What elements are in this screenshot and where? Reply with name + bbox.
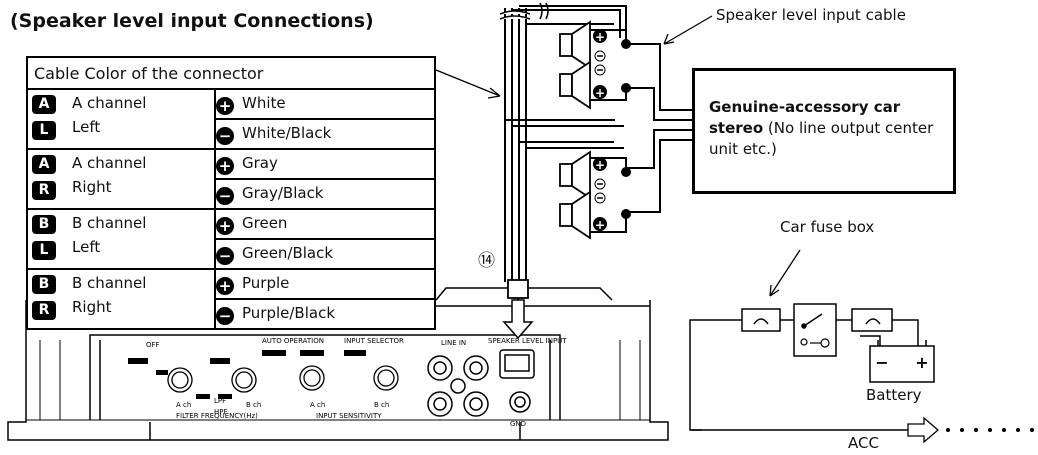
page-title: (Speaker level input Connections): [10, 10, 374, 32]
amplifier-body: [7, 287, 669, 441]
table-row: B B channel R Right + Purple: [26, 268, 436, 330]
svg-text:+: +: [595, 158, 605, 172]
filter-label: FILTER FREQUENCY(Hz): [176, 412, 258, 420]
lpf-label: LPF: [214, 397, 226, 405]
minus-color: Purple/Black: [242, 303, 336, 322]
plus-color: Gray: [242, 153, 278, 172]
channel-badge: B: [32, 215, 56, 234]
line-in-label: LINE IN: [441, 339, 466, 347]
minus-color: Gray/Black: [242, 183, 324, 202]
hpf-label: HPF: [214, 408, 228, 416]
cable-color-table: Cable Color of the connector A A channel…: [26, 56, 436, 330]
minus-icon: −: [216, 126, 234, 145]
bch-label-2: B ch: [374, 401, 389, 409]
plus-color: White: [242, 93, 286, 112]
fuse-box-label: Car fuse box: [780, 218, 875, 236]
svg-text:+: +: [595, 30, 605, 44]
svg-text:+: +: [595, 86, 605, 100]
sensitivity-knobs: [299, 365, 399, 391]
acc-arrow: [907, 416, 939, 444]
table-row: A A channel L Left + White: [26, 88, 436, 150]
ach-label-2: A ch: [310, 401, 325, 409]
filter-knob-a: [167, 367, 257, 393]
side-badge: R: [32, 301, 56, 320]
car-stereo-name: Genuine-accessory car stereo: [709, 98, 901, 137]
acc-dots: [946, 428, 1034, 432]
minus-color: White/Black: [242, 123, 332, 142]
terminal-markers: + + + +: [593, 29, 607, 232]
line-in-jacks: [427, 355, 489, 417]
svg-text:+: +: [595, 218, 605, 232]
minus-icon: −: [216, 246, 234, 265]
battery-label: Battery: [866, 386, 922, 404]
key-icon: [800, 338, 830, 348]
channel-badge: A: [32, 95, 56, 114]
table-row: −Purple/Black: [27, 298, 436, 330]
plug-arrow: [502, 299, 534, 340]
channel-badge: A: [32, 155, 56, 174]
auto-op-label: AUTO OPERATION: [262, 337, 324, 345]
acc-label: ACC: [848, 434, 879, 452]
fuse-circuit: [689, 303, 935, 431]
table-row: −White/Black: [27, 118, 436, 150]
cable-bundle: [499, 2, 692, 320]
svg-text:−: −: [875, 353, 888, 372]
side-badge: R: [32, 181, 56, 200]
minus-icon: −: [216, 306, 234, 325]
sensitivity-label: INPUT SENSITIVITY: [316, 412, 382, 420]
speaker-wires: [590, 29, 627, 233]
channel-badge: B: [32, 275, 56, 294]
panel-switches: [128, 350, 366, 399]
side-name: Left: [72, 238, 101, 256]
plus-color: Purple: [242, 273, 290, 292]
plus-icon: +: [216, 216, 234, 235]
battery-symbols: − +: [875, 353, 928, 372]
car-stereo-note: (No line output center unit etc.): [709, 119, 934, 158]
speaker-cable-label: Speaker level input cable: [716, 6, 906, 24]
speakers: [559, 20, 591, 240]
bch-label-1: B ch: [246, 401, 261, 409]
ach-label-1: A ch: [176, 401, 191, 409]
svg-text:+: +: [915, 353, 928, 372]
table-row: −Green/Black: [27, 238, 436, 270]
speaker-in-label: SPEAKER LEVEL INPUT: [488, 337, 567, 345]
amp-panel-labels: LINE IN SPEAKER LEVEL INPUT GND FILTER F…: [146, 337, 567, 428]
channel-name: A channel: [72, 94, 147, 112]
car-stereo-description: Genuine-accessory car stereo (No line ou…: [709, 97, 943, 160]
plus-color: Green: [242, 213, 288, 232]
side-name: Left: [72, 118, 101, 136]
pointer-lines: [435, 15, 801, 297]
plus-icon: +: [216, 96, 234, 115]
side-badge: L: [32, 121, 56, 140]
channel-name: B channel: [72, 214, 147, 232]
minus-color: Green/Black: [242, 243, 334, 262]
side-name: Right: [72, 178, 112, 196]
table-row: A A channel R Right + Gray: [26, 148, 436, 210]
table-header: Cable Color of the connector: [26, 56, 436, 90]
speaker-input-socket: [499, 349, 535, 413]
off-label: OFF: [146, 341, 160, 349]
input-selector-label: INPUT SELECTOR: [344, 337, 404, 345]
channel-name: B channel: [72, 274, 147, 292]
gnd-label: GND: [510, 420, 526, 428]
connector-number: ⑭: [478, 251, 495, 271]
side-name: Right: [72, 298, 112, 316]
plus-icon: +: [216, 276, 234, 295]
plus-icon: +: [216, 156, 234, 175]
table-row: −Gray/Black: [27, 178, 436, 210]
side-badge: L: [32, 241, 56, 260]
junction-dots: [621, 39, 631, 219]
minus-icon: −: [216, 186, 234, 205]
channel-name: A channel: [72, 154, 147, 172]
table-row: B B channel L Left + Green: [26, 208, 436, 270]
car-stereo-box: Genuine-accessory car stereo (No line ou…: [692, 68, 956, 194]
